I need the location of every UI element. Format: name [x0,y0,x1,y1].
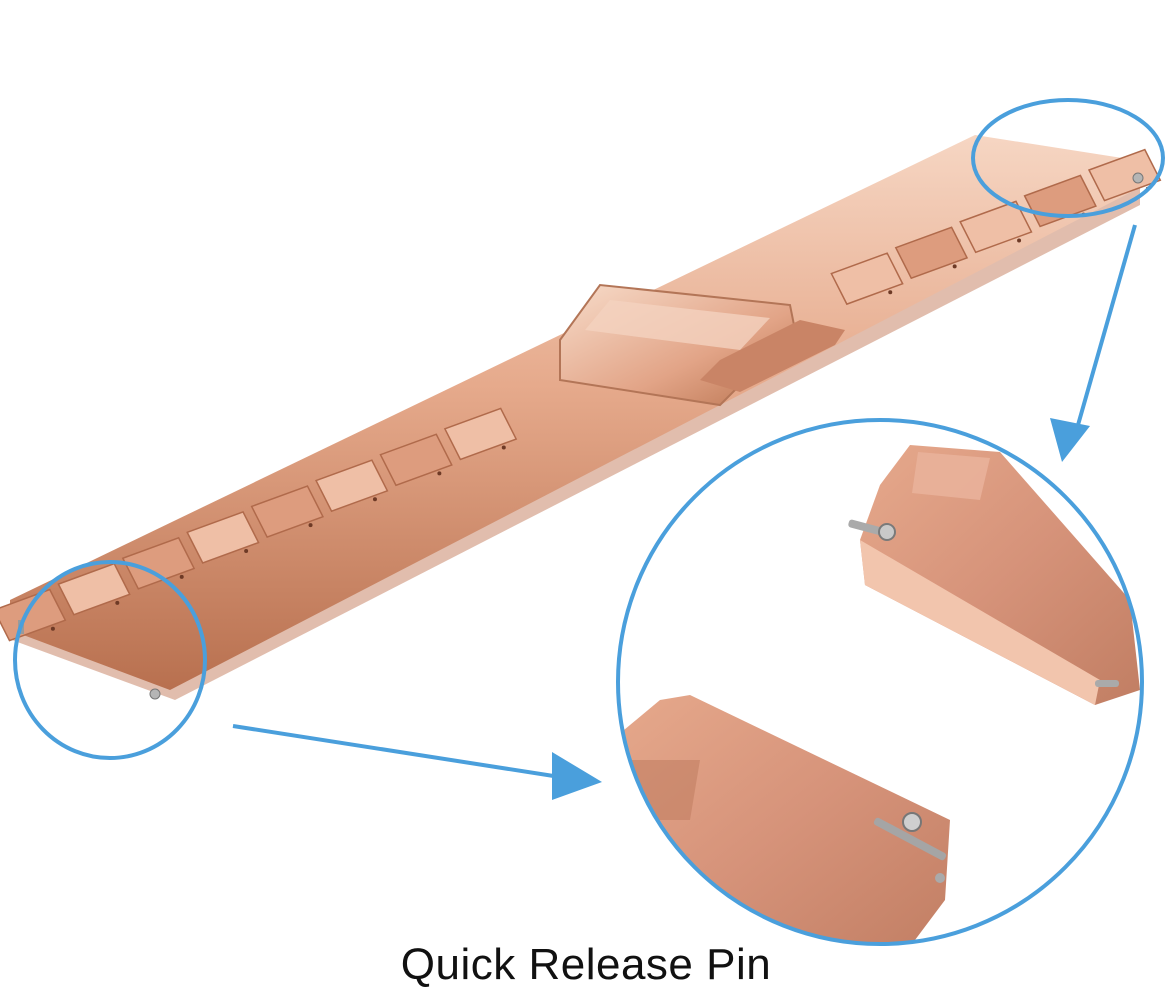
callout-circle-left [13,560,207,760]
band-link [1087,148,1162,202]
arrow-right-to-inset [1050,224,1137,462]
arrow-left-to-inset [232,724,602,800]
link-hole [1017,238,1022,243]
inset-band-end-top [848,445,1140,705]
band-link [830,252,904,306]
band-link [121,536,196,590]
watch-band [0,135,1162,700]
inset-pin-top [848,519,1119,687]
link-hole [115,600,120,605]
link-hole [437,471,442,476]
callout-circle-right [971,98,1165,218]
zoom-inset [616,418,1144,946]
link-hole [244,549,249,554]
band-link [894,226,969,280]
link-hole [888,290,893,295]
band-link [250,485,324,539]
link-hole [501,445,506,450]
inset-pin-bottom [873,812,947,883]
band-link [959,200,1033,254]
link-hole [372,497,377,502]
band-link [57,562,131,616]
band-link [0,588,67,642]
caption: Quick Release Pin [400,940,772,989]
deployant-clasp [559,283,845,407]
link-hole [179,574,184,579]
inset-border [616,418,1144,946]
link-hole [50,626,55,631]
band-link [315,459,389,513]
band-link [186,511,260,564]
link-hole [952,264,957,269]
band-links [0,148,1162,642]
band-link [443,407,518,461]
pin-end-right [1132,172,1144,184]
band-link [379,433,453,487]
link-hole [308,523,313,528]
